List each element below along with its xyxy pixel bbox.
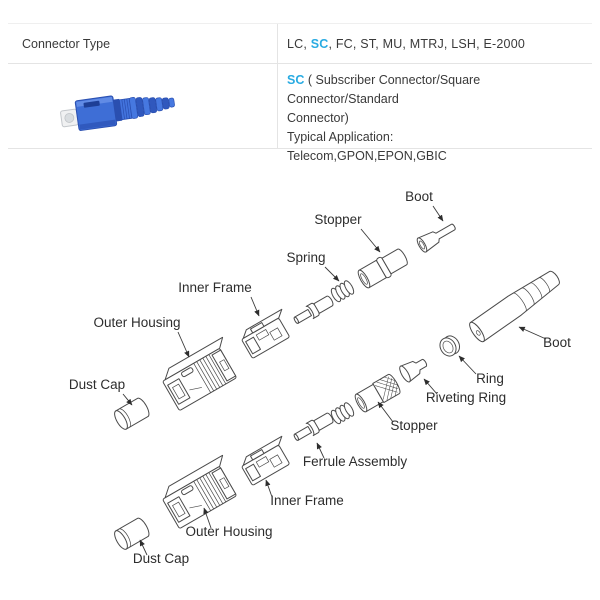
part-ring <box>436 332 464 360</box>
label-ring: Ring <box>458 355 504 386</box>
svg-text:Spring: Spring <box>286 250 325 265</box>
label-dust-cap-bottom: Dust Cap <box>133 539 189 566</box>
part-dust-cap-bottom <box>111 515 152 552</box>
svg-text:Riveting Ring: Riveting Ring <box>426 390 506 405</box>
table-row-connector-type: Connector Type LC, SC, FC, ST, MU, MTRJ,… <box>8 24 592 64</box>
label-boot-top: Boot <box>405 189 444 222</box>
connector-list-pre: LC, <box>287 37 311 51</box>
sc-highlight: SC <box>287 73 305 87</box>
svg-text:Ferrule Assembly: Ferrule Assembly <box>303 454 408 469</box>
svg-text:Boot: Boot <box>405 189 433 204</box>
sc-description-line2: Connector) <box>287 111 349 125</box>
label-boot-right: Boot <box>518 326 571 350</box>
sc-description-line3: Typical Application: <box>287 130 394 144</box>
part-boot-top <box>414 218 459 254</box>
svg-text:Inner Frame: Inner Frame <box>270 493 344 508</box>
label-stopper-top: Stopper <box>314 212 381 253</box>
label-riveting-ring: Riveting Ring <box>423 378 506 405</box>
part-ferrule-assembly-bottom <box>291 410 336 445</box>
part-stopper-top <box>355 245 411 291</box>
part-ferrule-assembly-top <box>291 293 336 328</box>
label-inner-frame-top: Inner Frame <box>178 280 260 317</box>
photo-boot <box>129 97 175 119</box>
connector-type-value-cell: LC, SC, FC, ST, MU, MTRJ, LSH, E-2000 <box>278 24 592 63</box>
connector-list-post: , FC, ST, MU, MTRJ, LSH, E-2000 <box>328 37 526 51</box>
svg-text:Stopper: Stopper <box>314 212 362 227</box>
sc-description-cell: SC ( Subscriber Connector/Square Connect… <box>278 64 592 163</box>
part-inner-frame-bottom <box>238 435 297 487</box>
part-inner-frame-top <box>238 308 297 360</box>
svg-text:Inner Frame: Inner Frame <box>178 280 252 295</box>
sc-description-line1: SC ( Subscriber Connector/Square Connect… <box>287 73 481 106</box>
label-stopper-bottom: Stopper <box>377 401 438 433</box>
sc-photo-cell <box>8 64 278 148</box>
svg-text:Boot: Boot <box>543 335 571 350</box>
svg-text:Outer Housing: Outer Housing <box>93 315 180 330</box>
sc-connector-photo-svg <box>60 95 175 131</box>
photo-collar <box>113 98 123 122</box>
part-outer-housing-top <box>158 336 245 412</box>
part-spring-top <box>328 278 357 304</box>
photo-ferrule-hole <box>64 113 75 123</box>
part-stopper-bottom <box>352 372 403 415</box>
sc-connector-photo <box>58 78 180 140</box>
label-spring: Spring <box>286 250 340 282</box>
sc-description-line4: Telecom,GPON,EPON,GBIC <box>287 149 447 163</box>
part-boot-right <box>466 266 564 345</box>
label-inner-frame-bottom: Inner Frame <box>265 479 344 508</box>
part-dust-cap-top <box>111 395 152 432</box>
connector-type-label: Connector Type <box>22 37 111 51</box>
connector-type-label-cell: Connector Type <box>8 24 278 63</box>
spec-table: Connector Type LC, SC, FC, ST, MU, MTRJ,… <box>8 23 592 163</box>
svg-text:Outer Housing: Outer Housing <box>185 524 272 539</box>
table-row-sc-description: SC ( Subscriber Connector/Square Connect… <box>8 64 592 163</box>
label-dust-cap-top: Dust Cap <box>69 377 133 406</box>
svg-text:Dust Cap: Dust Cap <box>133 551 189 566</box>
svg-text:Ring: Ring <box>476 371 504 386</box>
label-outer-housing-top: Outer Housing <box>93 315 190 358</box>
label-ferrule-assembly: Ferrule Assembly <box>303 442 408 469</box>
label-outer-housing-bottom: Outer Housing <box>185 507 273 539</box>
connector-list-highlight-sc: SC <box>310 37 329 51</box>
svg-text:Stopper: Stopper <box>390 418 438 433</box>
part-riveting-ring <box>397 353 431 384</box>
svg-text:Dust Cap: Dust Cap <box>69 377 125 392</box>
part-outer-housing-bottom <box>158 454 245 530</box>
